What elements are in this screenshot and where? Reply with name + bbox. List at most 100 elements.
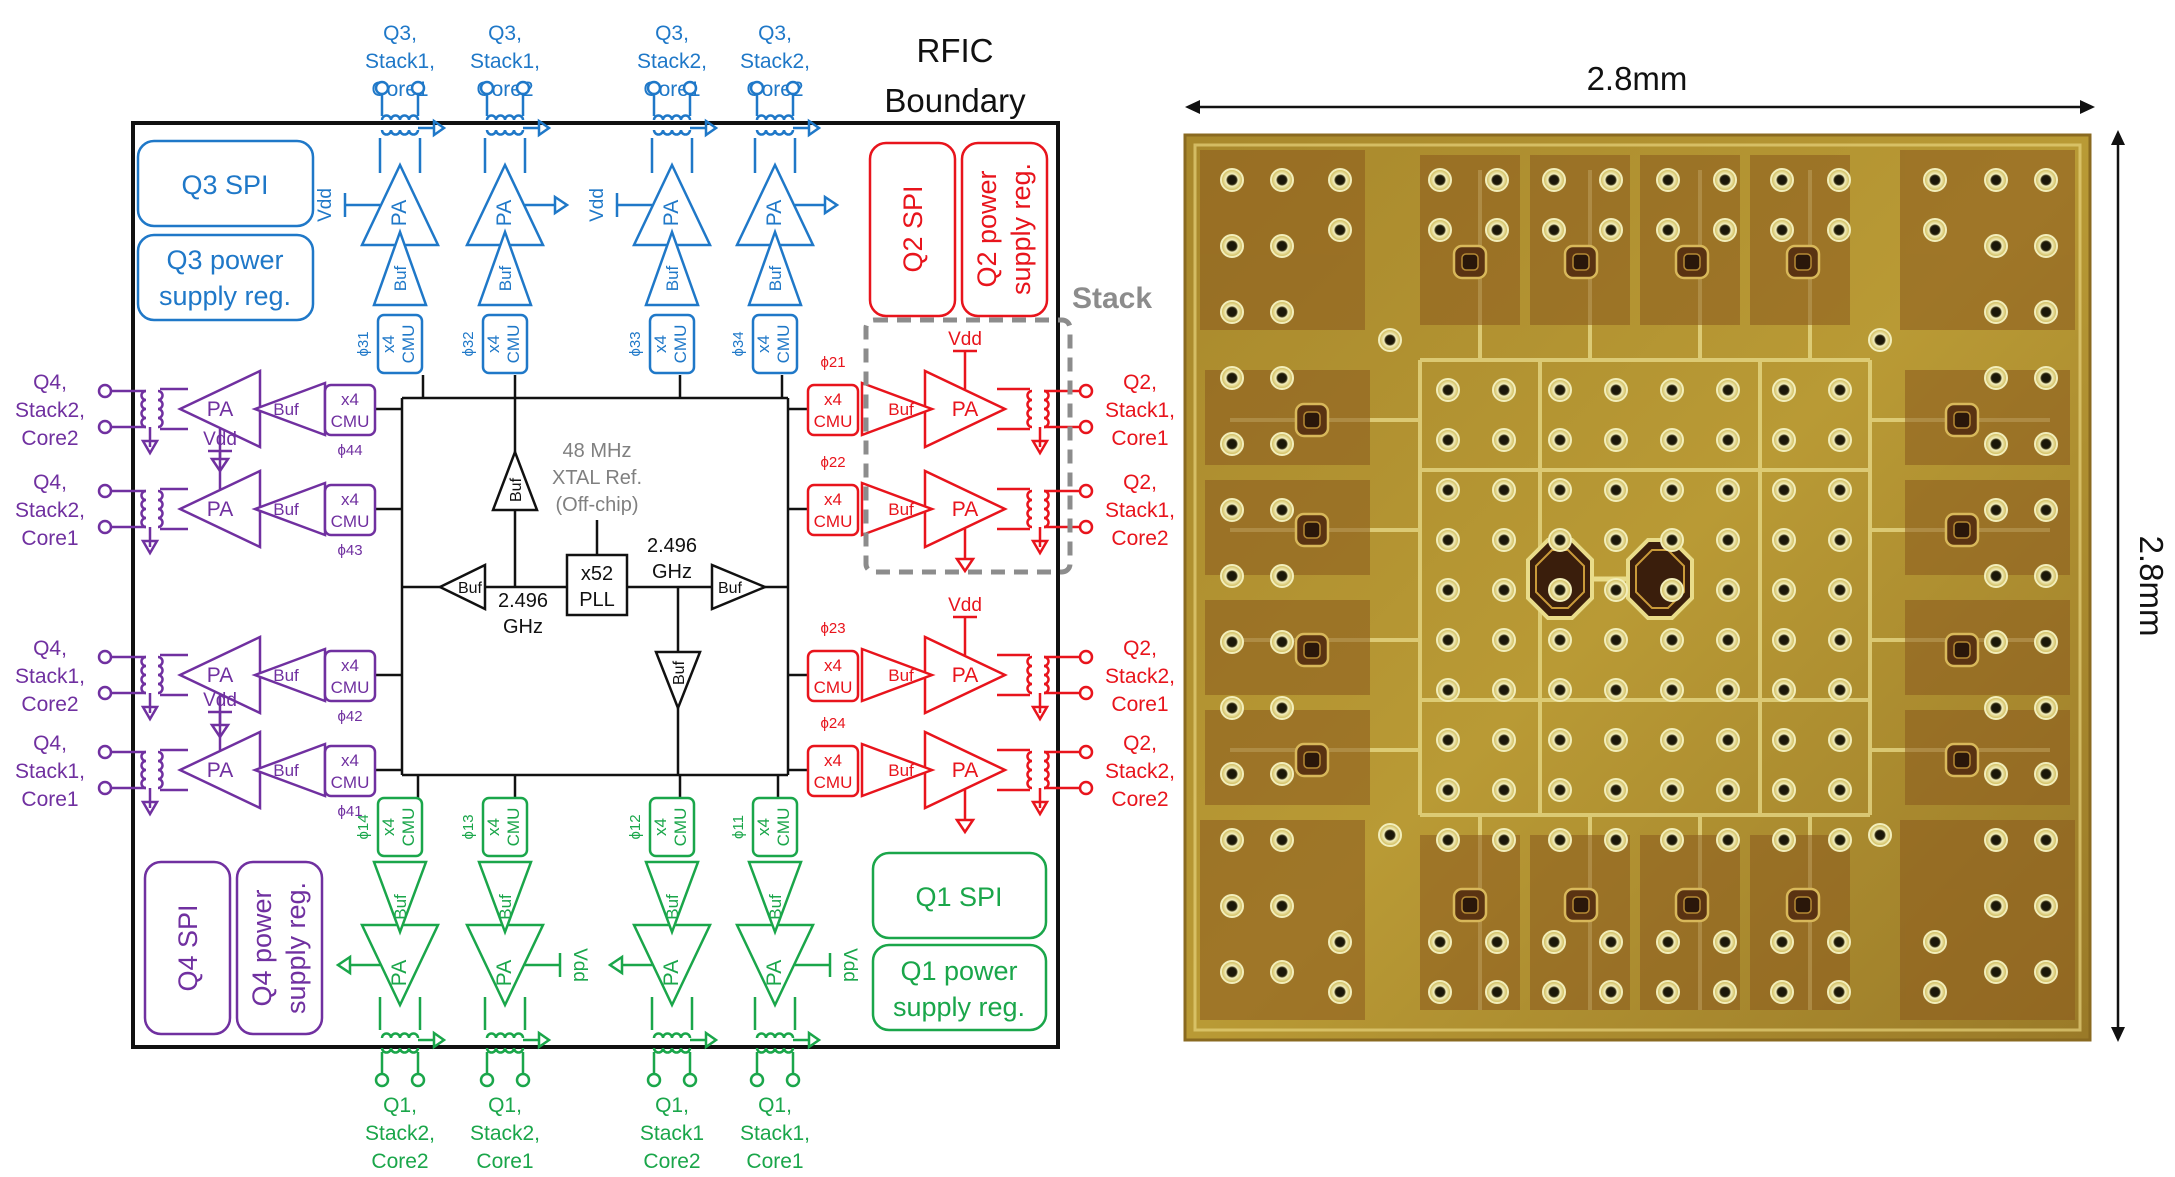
q3-output-label-2-2: Stack1, xyxy=(470,50,540,73)
die-pad-14-center xyxy=(1779,435,1789,445)
q4-transformer-secondary-2 xyxy=(140,489,147,529)
q4-output-label-1-2: Stack2, xyxy=(15,399,85,422)
q1-output-pad-2-a xyxy=(479,1072,495,1088)
die-pad-151-center xyxy=(1663,987,1673,997)
q1-output-label-2-3: Core1 xyxy=(476,1150,533,1173)
die-pad-41-center xyxy=(1499,635,1509,645)
die-pad-91-center xyxy=(2041,307,2051,317)
die-pad-165-center xyxy=(1335,225,1345,235)
q4-transformer-tap-3 xyxy=(140,693,160,722)
q2-output-pad-2-b xyxy=(1078,519,1094,535)
q4-phase-3: ϕ42 xyxy=(337,708,362,725)
q1-output-leads-1 xyxy=(380,1052,420,1074)
q1-vdd-label-2: Vdd xyxy=(569,948,590,982)
q2-pa-output-1 xyxy=(997,387,1030,431)
q3-cmu-3 xyxy=(648,313,696,375)
q3-cmu-line1-1: x4 xyxy=(379,335,398,353)
q2-pa-output-3 xyxy=(997,653,1030,697)
die-pad-45-center xyxy=(1723,635,1733,645)
die-pad-13-center xyxy=(1723,435,1733,445)
q2-buf-2 xyxy=(860,481,936,537)
q4-pa-label-4: PA xyxy=(207,759,233,782)
q3-cmu-line2-3: CMU xyxy=(671,325,690,364)
die-pad-158-center xyxy=(1777,937,1787,947)
q2-transformer-secondary-4 xyxy=(1043,750,1050,790)
q3-buf-label-3: Buf xyxy=(663,265,682,291)
die-pad-5-center xyxy=(1723,385,1733,395)
die-pad-167-center xyxy=(1930,225,1940,235)
die-pad-139-center xyxy=(1492,987,1502,997)
q4-output-pad-4-b xyxy=(97,780,113,796)
die-pad-81-center xyxy=(1277,175,1287,185)
q1-cmu-line1-4: x4 xyxy=(754,818,773,836)
die-pad-115-center xyxy=(2041,703,2051,713)
q3-output-label-1-1: Q3, xyxy=(383,22,417,45)
center-buf-top xyxy=(491,448,539,512)
q2-output-leads-4 xyxy=(1044,750,1080,790)
q1-buf-3 xyxy=(644,860,700,936)
die-pads xyxy=(1220,168,2058,1004)
freq-right-value: 2.496 xyxy=(647,535,697,557)
q1-vdd-label-4: Vdd xyxy=(839,948,860,982)
die-pad-98-center xyxy=(1991,439,2001,449)
q1-output-leads-3 xyxy=(652,1052,692,1074)
q4-output-label-4-2: Stack1, xyxy=(15,760,85,783)
die-inductor-9-inner xyxy=(1953,411,1971,429)
q3-reg-line2: supply reg. xyxy=(159,281,291,311)
q3-output-pad-1-b xyxy=(410,80,426,96)
die-pad-34-center xyxy=(1555,585,1565,595)
die-pad-135-center xyxy=(1435,987,1445,997)
q4-spi-box xyxy=(143,860,232,1036)
width-label: 2.8mm xyxy=(1587,60,1688,97)
q1-output-label-1-2: Stack2, xyxy=(365,1122,435,1145)
block-diagram: RFIC Boundary xyxy=(15,22,1175,1173)
q2-transformer-tap-3 xyxy=(1030,693,1050,722)
q2-pa-output-2 xyxy=(997,487,1030,531)
q1-transformer-primary-1 xyxy=(380,1047,420,1054)
center-buf-left-label: Buf xyxy=(458,580,483,597)
die-pad-56-center xyxy=(1443,735,1453,745)
q3-buf-label-2: Buf xyxy=(496,265,515,291)
die-pad-19-center xyxy=(1611,485,1621,495)
q2-transformer-tap-4 xyxy=(1030,788,1050,817)
q4-pa-output-1 xyxy=(160,387,188,431)
q3-cmu-1 xyxy=(376,313,424,375)
q3-buf-1 xyxy=(372,228,428,307)
q1-output-label-2-1: Q1, xyxy=(488,1094,522,1117)
q2-cmu-line2-2: CMU xyxy=(814,512,853,531)
die-pad-37-center xyxy=(1723,585,1733,595)
q2-output-label-2-3: Core2 xyxy=(1111,527,1168,550)
die-pad-30-center xyxy=(1779,535,1789,545)
q4-pa-output-4 xyxy=(160,748,188,792)
die-pad-168-center xyxy=(1335,937,1345,947)
q1-pa-output-2 xyxy=(483,997,527,1030)
die-pad-59-center xyxy=(1611,735,1621,745)
q3-transformer-tap-4 xyxy=(793,118,822,138)
die-pad-79-center xyxy=(1835,835,1845,845)
die-inductor-12-inner xyxy=(1303,641,1321,659)
q2-cmu-line1-3: x4 xyxy=(824,656,842,675)
q1-transformer-tap-1 xyxy=(418,1030,447,1050)
q4-transformer-secondary-3 xyxy=(140,655,147,695)
q4-output-leads-2 xyxy=(111,489,146,529)
q1-buf-1 xyxy=(372,860,428,936)
die-pad-3-center xyxy=(1611,385,1621,395)
q4-pa-output-3 xyxy=(160,653,188,697)
q3-vdd-label-3: Vdd xyxy=(587,188,608,222)
height-arrow-top xyxy=(2111,130,2125,145)
die-pad-83-center xyxy=(2041,175,2051,185)
die-pad-109-center xyxy=(1277,637,1287,647)
die-pad-94-center xyxy=(1991,373,2001,383)
q3-output-pad-2-a xyxy=(479,80,495,96)
q2-phase-3: ϕ23 xyxy=(820,620,845,637)
q2-cmu-line2-1: CMU xyxy=(814,412,853,431)
q3-cmu-line2-2: CMU xyxy=(504,325,523,364)
die-pad-75-center xyxy=(1611,835,1621,845)
q3-vdd-label-1: Vdd xyxy=(315,188,336,222)
die-pad-172-center xyxy=(1385,335,1395,345)
q4-transformer-tap-1 xyxy=(140,427,160,456)
q3-pa-label-3: PA xyxy=(660,200,683,226)
q4-transformer-secondary-4 xyxy=(140,750,147,790)
q2-transformer-secondary-3 xyxy=(1043,655,1050,695)
die-pad-99-center xyxy=(2041,439,2051,449)
